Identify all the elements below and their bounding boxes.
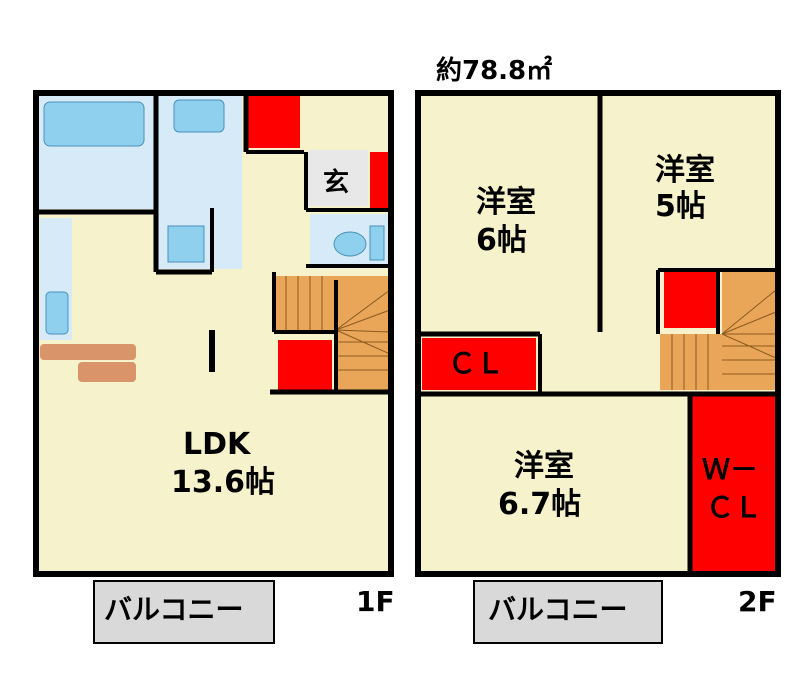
entrance: [308, 150, 368, 206]
wic-label-line2: ＣＬ: [706, 491, 763, 524]
kitchen-counter-bottom: [78, 362, 136, 382]
total-area: 約78.8㎡: [436, 56, 553, 86]
storage-1: [248, 96, 300, 148]
storage-4: [664, 272, 716, 328]
storage-3: [278, 340, 332, 390]
room-b-size: 5帖: [655, 189, 706, 224]
hallway-2f: [540, 334, 660, 394]
toilet-tank: [369, 225, 385, 261]
wash-basin: [173, 99, 225, 133]
kitchen-sink: [45, 291, 69, 335]
toilet-bowl: [333, 231, 367, 257]
balcony-1f-label: バルコニー: [104, 593, 244, 626]
room-b-name: 洋室: [655, 153, 715, 188]
floor-2: [415, 90, 781, 644]
walk-in-closet: [692, 396, 776, 572]
balcony-2f-label: バルコニー: [488, 593, 628, 626]
balcony-2f: [473, 580, 663, 644]
walls-2f: [415, 90, 781, 577]
storage-2: [370, 152, 390, 208]
kitchen-counter-top: [40, 344, 136, 360]
room-c-size: 6.7帖: [498, 487, 582, 522]
floor-2-label: 2F: [738, 585, 777, 618]
washing-machine: [167, 225, 205, 263]
stairs-1f: [274, 276, 391, 390]
balcony-1f: [93, 580, 275, 644]
room-c-name: 洋室: [514, 449, 574, 484]
bathtub: [43, 101, 145, 147]
room-a-name: 洋室: [476, 185, 536, 220]
walls-1f: [33, 90, 394, 577]
closet: [422, 338, 536, 390]
entrance-label: 玄: [323, 168, 350, 198]
floor-1-label: 1F: [356, 585, 395, 618]
closet-label: ＣＬ: [448, 347, 505, 380]
ldk-size: 13.6帖: [171, 465, 276, 500]
wic-label-line1: Ｗ－: [702, 453, 759, 486]
floor-1: [33, 90, 394, 644]
ldk-name: LDK: [183, 427, 251, 462]
stairs-2f: [660, 272, 777, 390]
room-a-size: 6帖: [476, 223, 527, 258]
